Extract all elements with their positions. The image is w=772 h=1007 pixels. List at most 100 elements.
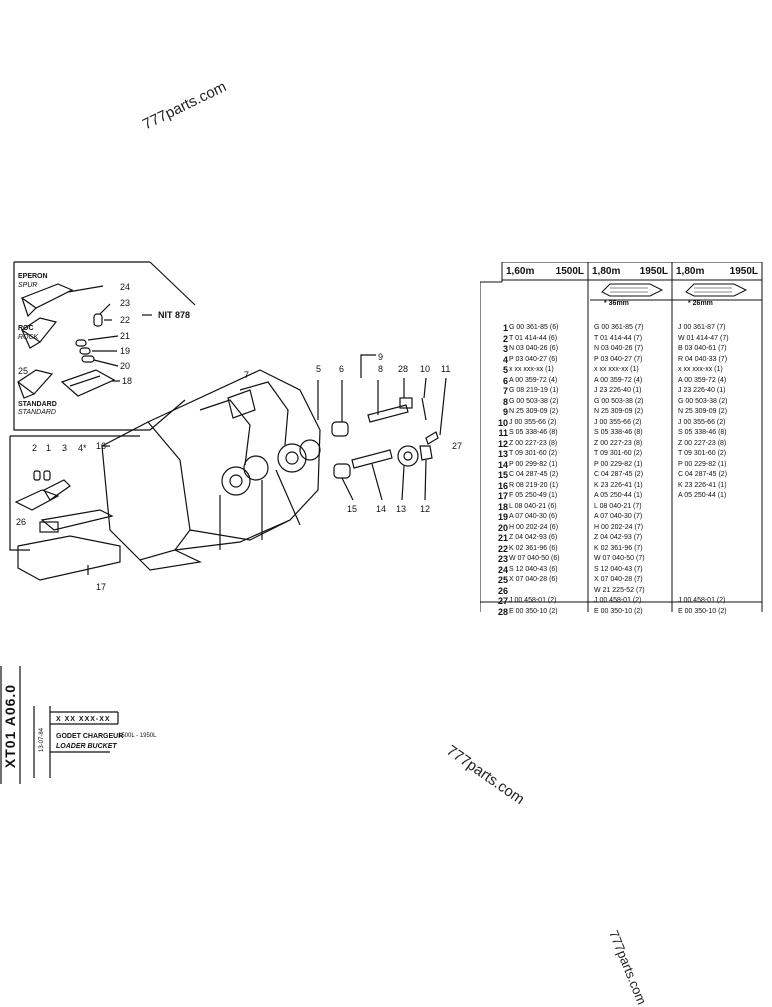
part-code-cell: P 00 229-82 (1)	[594, 460, 643, 468]
hinge-boss	[277, 443, 307, 473]
part-code-cell: C 04 287-45 (2)	[594, 471, 644, 478]
part-number: 14	[376, 504, 386, 514]
part-number: 25	[18, 366, 28, 376]
part-number: 8	[378, 364, 383, 374]
bushing-part	[333, 463, 351, 479]
rock-tooth-part	[20, 317, 58, 343]
wear-plate-part	[39, 521, 59, 533]
part-code-cell: F 05 250-49 (1)	[509, 492, 558, 499]
item-number: 20	[497, 522, 508, 533]
part-code-cell: G 00 503-38 (2)	[678, 397, 728, 405]
item-number: 13	[497, 449, 508, 459]
spring-pin-part	[421, 397, 427, 421]
item-number: 27	[497, 596, 508, 606]
part-number: 28	[398, 364, 408, 374]
item-number: 15	[497, 470, 508, 480]
part-number: 17	[96, 582, 106, 592]
title-french: GODET CHARGEUR	[56, 733, 124, 740]
callout-label: SPUR	[18, 282, 37, 289]
item-number: 24	[497, 564, 508, 575]
part-code-cell: P 00 299-82 (1)	[509, 460, 558, 468]
part-code-cell: x xx xxx-xx (1)	[678, 366, 723, 373]
part-number: 20	[120, 361, 130, 371]
part-code-cell: Z 04 042-93 (6)	[509, 534, 558, 541]
part-number: 2	[32, 443, 37, 453]
title-block-frame	[0, 666, 119, 784]
part-code-cell: J 00 458-01 (2)	[678, 597, 726, 604]
part-code-cell: K 02 361-96 (6)	[509, 544, 558, 552]
washer-part	[397, 445, 419, 467]
item-number: 6	[502, 375, 508, 386]
item-number: 18	[497, 501, 508, 512]
part-number: 1	[46, 443, 51, 453]
tooth-dimension: * 26mm	[688, 300, 713, 307]
standard-tooth-part	[16, 369, 54, 395]
part-code-cell: Z 00 227-23 (8)	[509, 439, 558, 447]
hinge-boss	[221, 466, 251, 496]
part-number: 5	[316, 364, 321, 374]
item-number: 23	[497, 554, 508, 564]
tooth-dimension: * 36mm	[604, 300, 629, 307]
part-code-cell: Z 00 227-23 (8)	[678, 439, 727, 447]
item-number: 10	[497, 417, 508, 428]
item-number: 7	[502, 386, 508, 396]
long-pin-part	[367, 404, 409, 423]
part-code-cell: C 04 287-45 (2)	[678, 471, 728, 478]
part-code-cell: W 07 040-50 (6)	[509, 555, 560, 562]
part-number: 24	[120, 282, 130, 292]
part-code-cell: S 05 338-46 (8)	[678, 429, 727, 436]
part-code-cell: R 04 040-33 (7)	[678, 355, 728, 363]
callout-label: EPERON	[18, 273, 48, 280]
item-number: 22	[497, 543, 508, 554]
part-number: 26	[16, 517, 26, 527]
part-code-cell: x xx xxx-xx (1)	[594, 366, 639, 373]
part-code-cell: K 23 226-41 (1)	[678, 481, 727, 489]
part-number: 15	[347, 504, 357, 514]
part-code-cell: J 00 355-66 (2)	[509, 418, 557, 426]
part-number: 16	[96, 441, 106, 451]
tooth-profile-icon	[685, 283, 748, 297]
part-code-cell: S 12 040-43 (6)	[509, 565, 558, 573]
part-code-cell: A 00 359-72 (4)	[594, 376, 643, 384]
part-code-cell: P 03 040-27 (7)	[594, 355, 643, 363]
part-code-cell: G 00 361-85 (7)	[594, 324, 644, 331]
part-code-cell: G 00 503-38 (2)	[594, 397, 644, 405]
part-code-cell: K 23 226-41 (1)	[594, 481, 643, 489]
part-number: 11	[441, 364, 450, 374]
watermark: 777parts.com	[606, 928, 650, 1007]
part-code-cell: G 08 219-19 (1)	[509, 387, 559, 394]
part-code-cell: T 09 301-60 (2)	[509, 450, 558, 457]
part-code-cell: N 03 040-26 (7)	[594, 345, 644, 352]
watermark: 777parts.com	[443, 742, 528, 809]
part-code-cell: J 23 226-40 (1)	[678, 387, 726, 394]
watermark: 777parts.com	[140, 78, 230, 134]
pin-part	[79, 347, 91, 355]
part-code-cell: Z 00 227-23 (8)	[594, 439, 643, 447]
item-number: 9	[502, 407, 508, 417]
part-code-cell: P 00 229-82 (1)	[678, 460, 727, 468]
part-code-cell: N 03 040-26 (6)	[509, 345, 559, 352]
nut-part	[419, 445, 433, 461]
part-code-cell: T 09 301-60 (2)	[678, 450, 727, 457]
part-code-cell: R 08 219-20 (1)	[509, 481, 559, 489]
item-number: 25	[497, 575, 508, 585]
item-number: 26	[497, 585, 508, 596]
item-number: 12	[497, 438, 508, 449]
part-code-cell: W 01 414-47 (7)	[678, 334, 729, 342]
part-code-cell: Z 04 042-93 (7)	[594, 534, 643, 541]
part-code-cell: S 05 338-46 (8)	[509, 429, 558, 436]
part-number: 10	[420, 364, 430, 374]
long-pin-part	[351, 449, 393, 469]
